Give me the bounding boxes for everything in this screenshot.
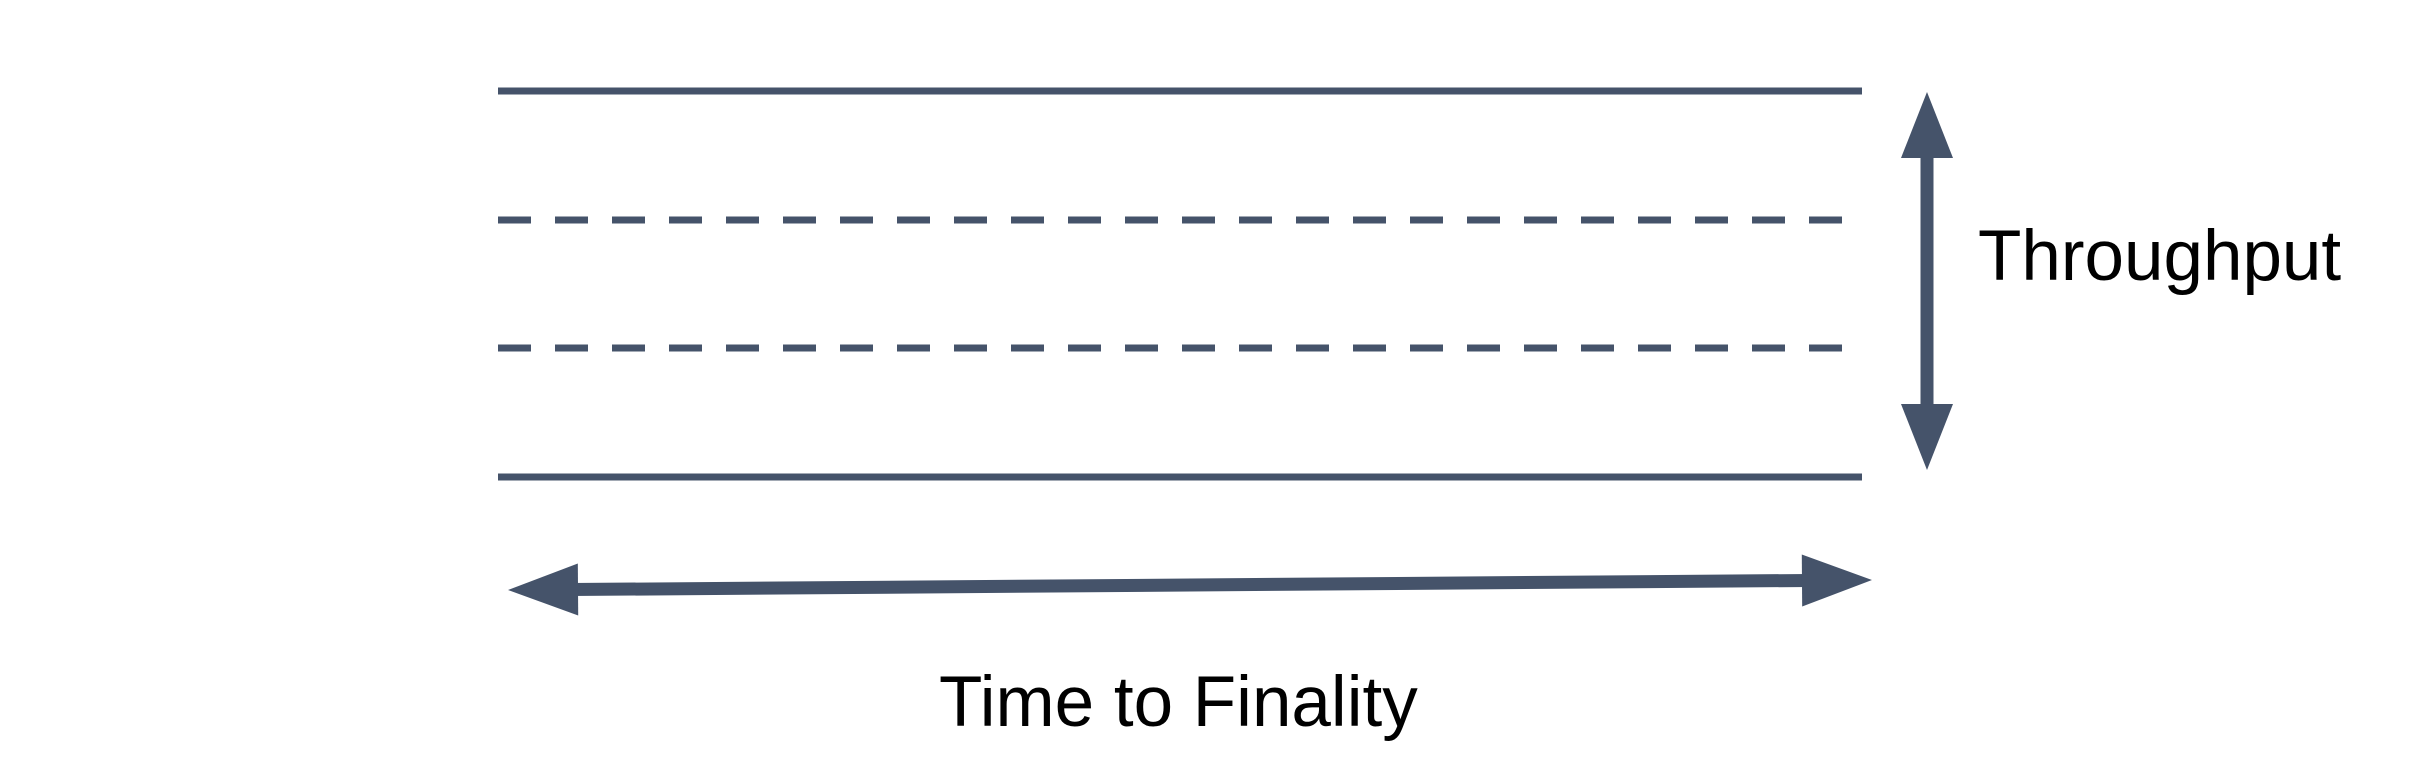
vertical-arrow-head-down-icon (1901, 404, 1953, 470)
horizontal-arrow-head-right-icon (1801, 554, 1872, 607)
horizontal-arrow-head-left-icon (508, 563, 579, 616)
vertical-arrow-head-up-icon (1901, 92, 1953, 158)
horizontal-arrow-shaft (569, 573, 1811, 597)
throughput-label: Throughput (1978, 217, 2342, 296)
vertical-double-arrow-icon (1901, 92, 1953, 470)
time-to-finality-label: Time to Finality (939, 663, 1418, 742)
horizontal-double-arrow-icon (508, 554, 1872, 616)
